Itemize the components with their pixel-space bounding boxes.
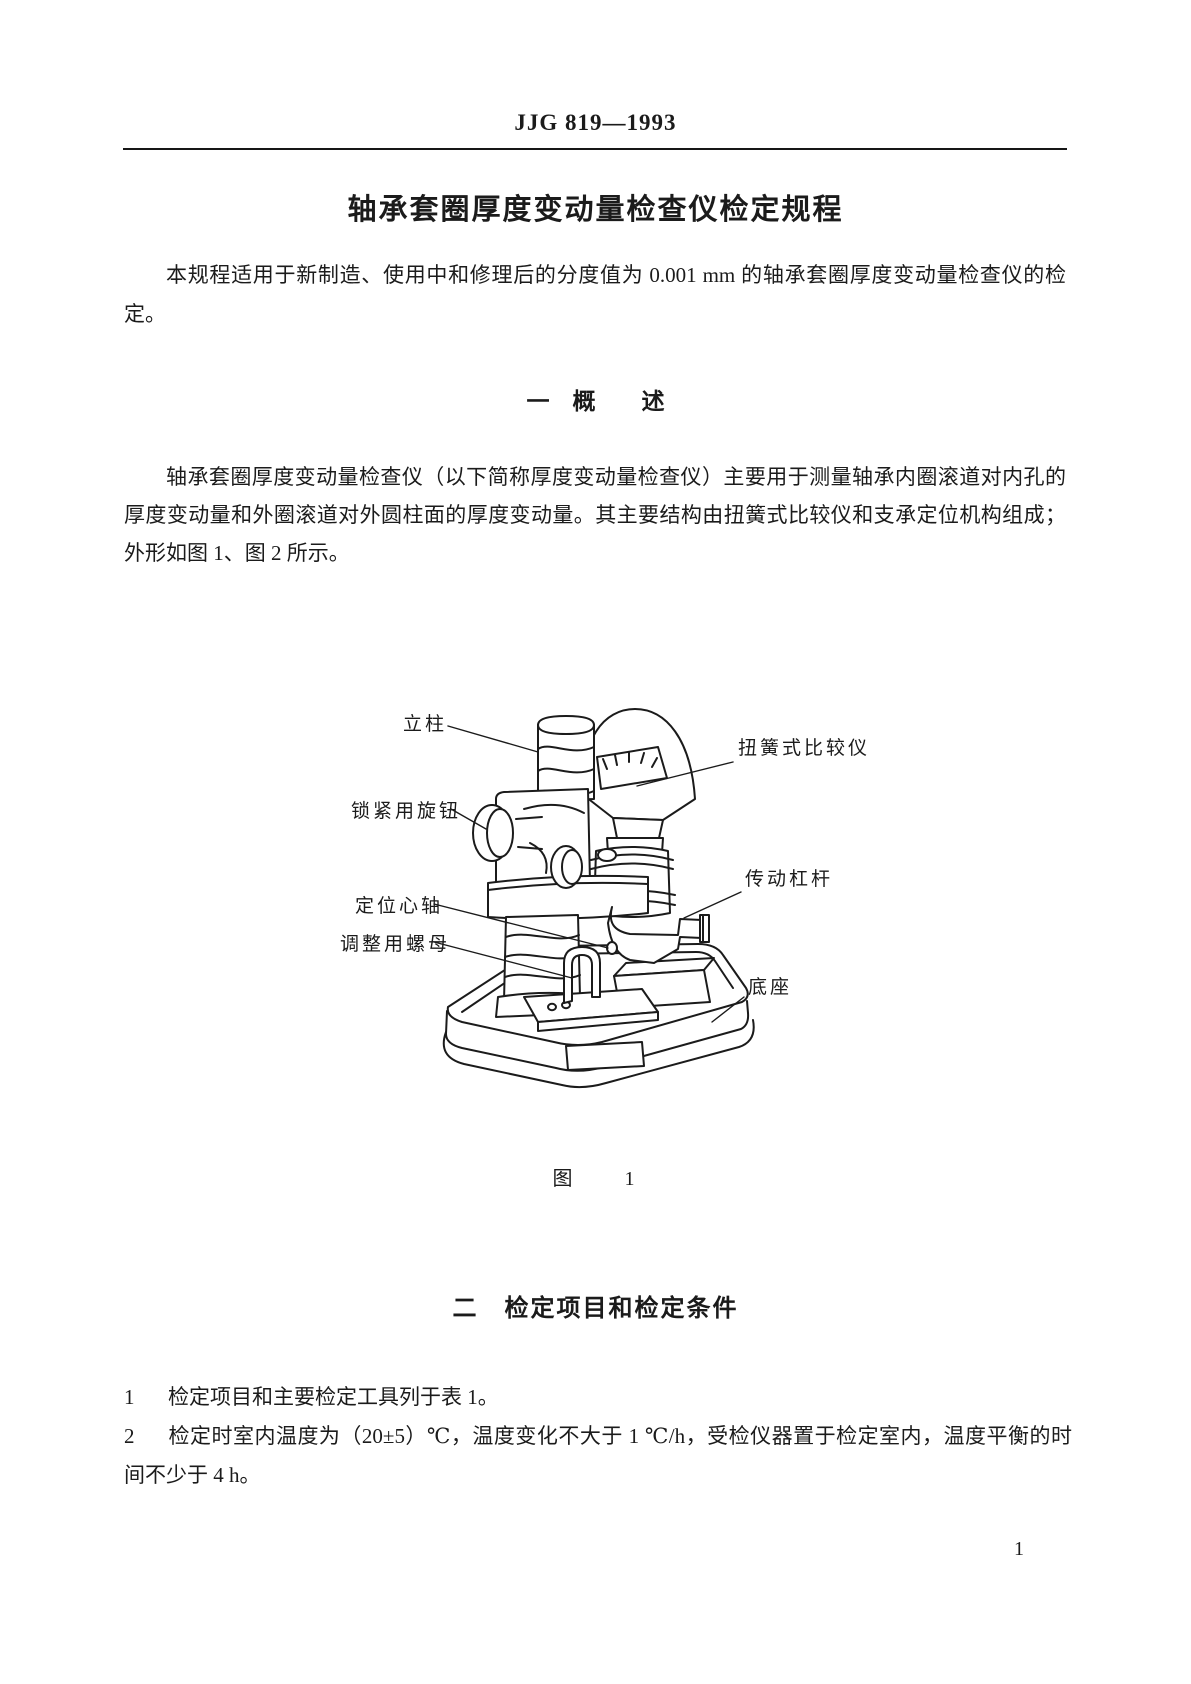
item-text: 检定项目和主要检定工具列于表 1。 <box>168 1385 499 1409</box>
label-base: 底座 <box>748 977 793 998</box>
intro-paragraph: 本规程适用于新制造、使用中和修理后的分度值为 0.001 mm 的轴承套圈厚度变… <box>124 263 1066 326</box>
figure-1-caption: 图 1 <box>552 1168 639 1190</box>
label-lever: 传动杠杆 <box>745 869 834 890</box>
label-column: 立柱 <box>403 714 448 735</box>
section-1-heading: 一 概 述 <box>526 388 665 414</box>
label-comparator: 扭簧式比较仪 <box>738 738 871 759</box>
leader-lines <box>433 725 745 1023</box>
dial-comparator-shape <box>583 708 696 821</box>
lock-knob-shape <box>472 804 583 889</box>
instrument-drawing <box>433 708 755 1089</box>
list-item: 1 检定项目和主要检定工具列于表 1。 <box>124 1378 1072 1417</box>
saddle-shape <box>523 957 715 1032</box>
label-adjust-nut: 调整用螺母 <box>340 934 451 955</box>
spindle-yoke-shape <box>563 946 601 1004</box>
figure-1: 立柱 扭簧式比较仪 锁紧用旋钮 定位心轴 调整用螺母 传动杠杆 底座 <box>310 645 910 1105</box>
lever-arm-shape <box>606 906 710 964</box>
item-text: 检定时室内温度为（20±5）℃，温度变化不大于 1 ℃/h，受检仪器置于检定室内… <box>124 1424 1072 1487</box>
label-lock-knob: 锁紧用旋钮 <box>351 801 462 822</box>
item-number: 2 <box>124 1424 135 1448</box>
header-rule <box>123 148 1067 150</box>
label-spindle: 定位心轴 <box>355 896 444 917</box>
section-2-heading: 二 检定项目和检定条件 <box>452 1295 739 1322</box>
page-number: 1 <box>1014 1538 1024 1560</box>
document-code-header: JJG 819—1993 <box>514 110 677 135</box>
page-title: 轴承套圈厚度变动量检查仪检定规程 <box>347 194 844 226</box>
section-1-paragraph: 轴承套圈厚度变动量检查仪（以下简称厚度变动量检查仪）主要用于测量轴承内圈滚道对内… <box>124 465 1066 565</box>
item-number: 1 <box>124 1385 135 1409</box>
column-shape <box>537 715 595 802</box>
